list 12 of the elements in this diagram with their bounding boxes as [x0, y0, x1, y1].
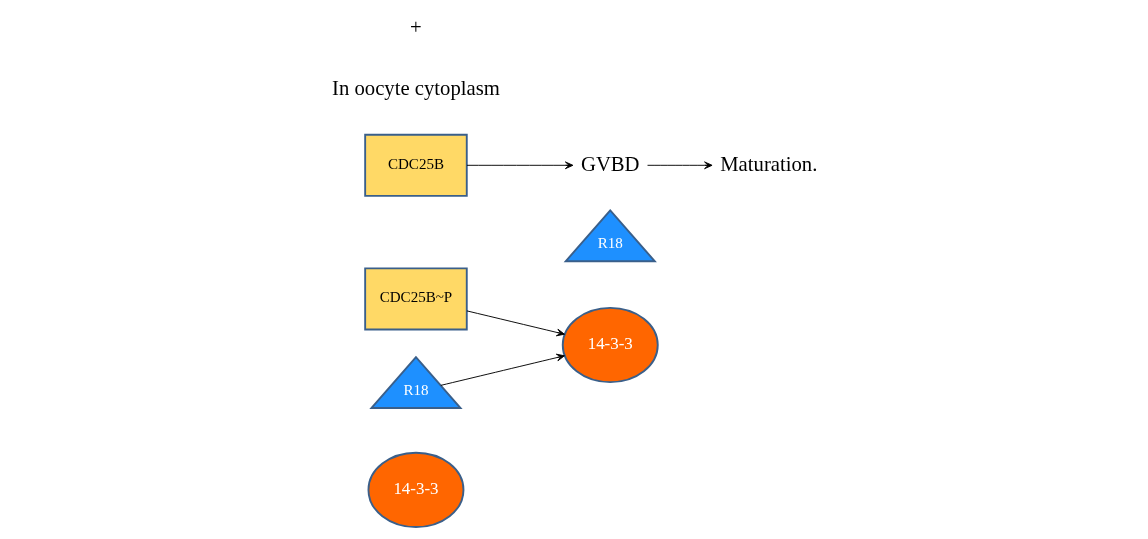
label: +: [409, 16, 422, 39]
label: In oocyte cytoplasm: [331, 77, 500, 100]
arrow: [439, 353, 565, 386]
node-text: GVBD: [580, 152, 640, 175]
arrow: [466, 161, 573, 170]
node-ellipse: 14-3-3: [561, 306, 659, 384]
arrow: [646, 161, 713, 170]
node-text: Maturation.: [719, 152, 817, 175]
node-box: CDC25B~P: [363, 267, 468, 331]
arrow: [466, 310, 565, 337]
node-ellipse: 14-3-3: [367, 451, 464, 528]
node-box: CDC25B: [363, 133, 468, 197]
